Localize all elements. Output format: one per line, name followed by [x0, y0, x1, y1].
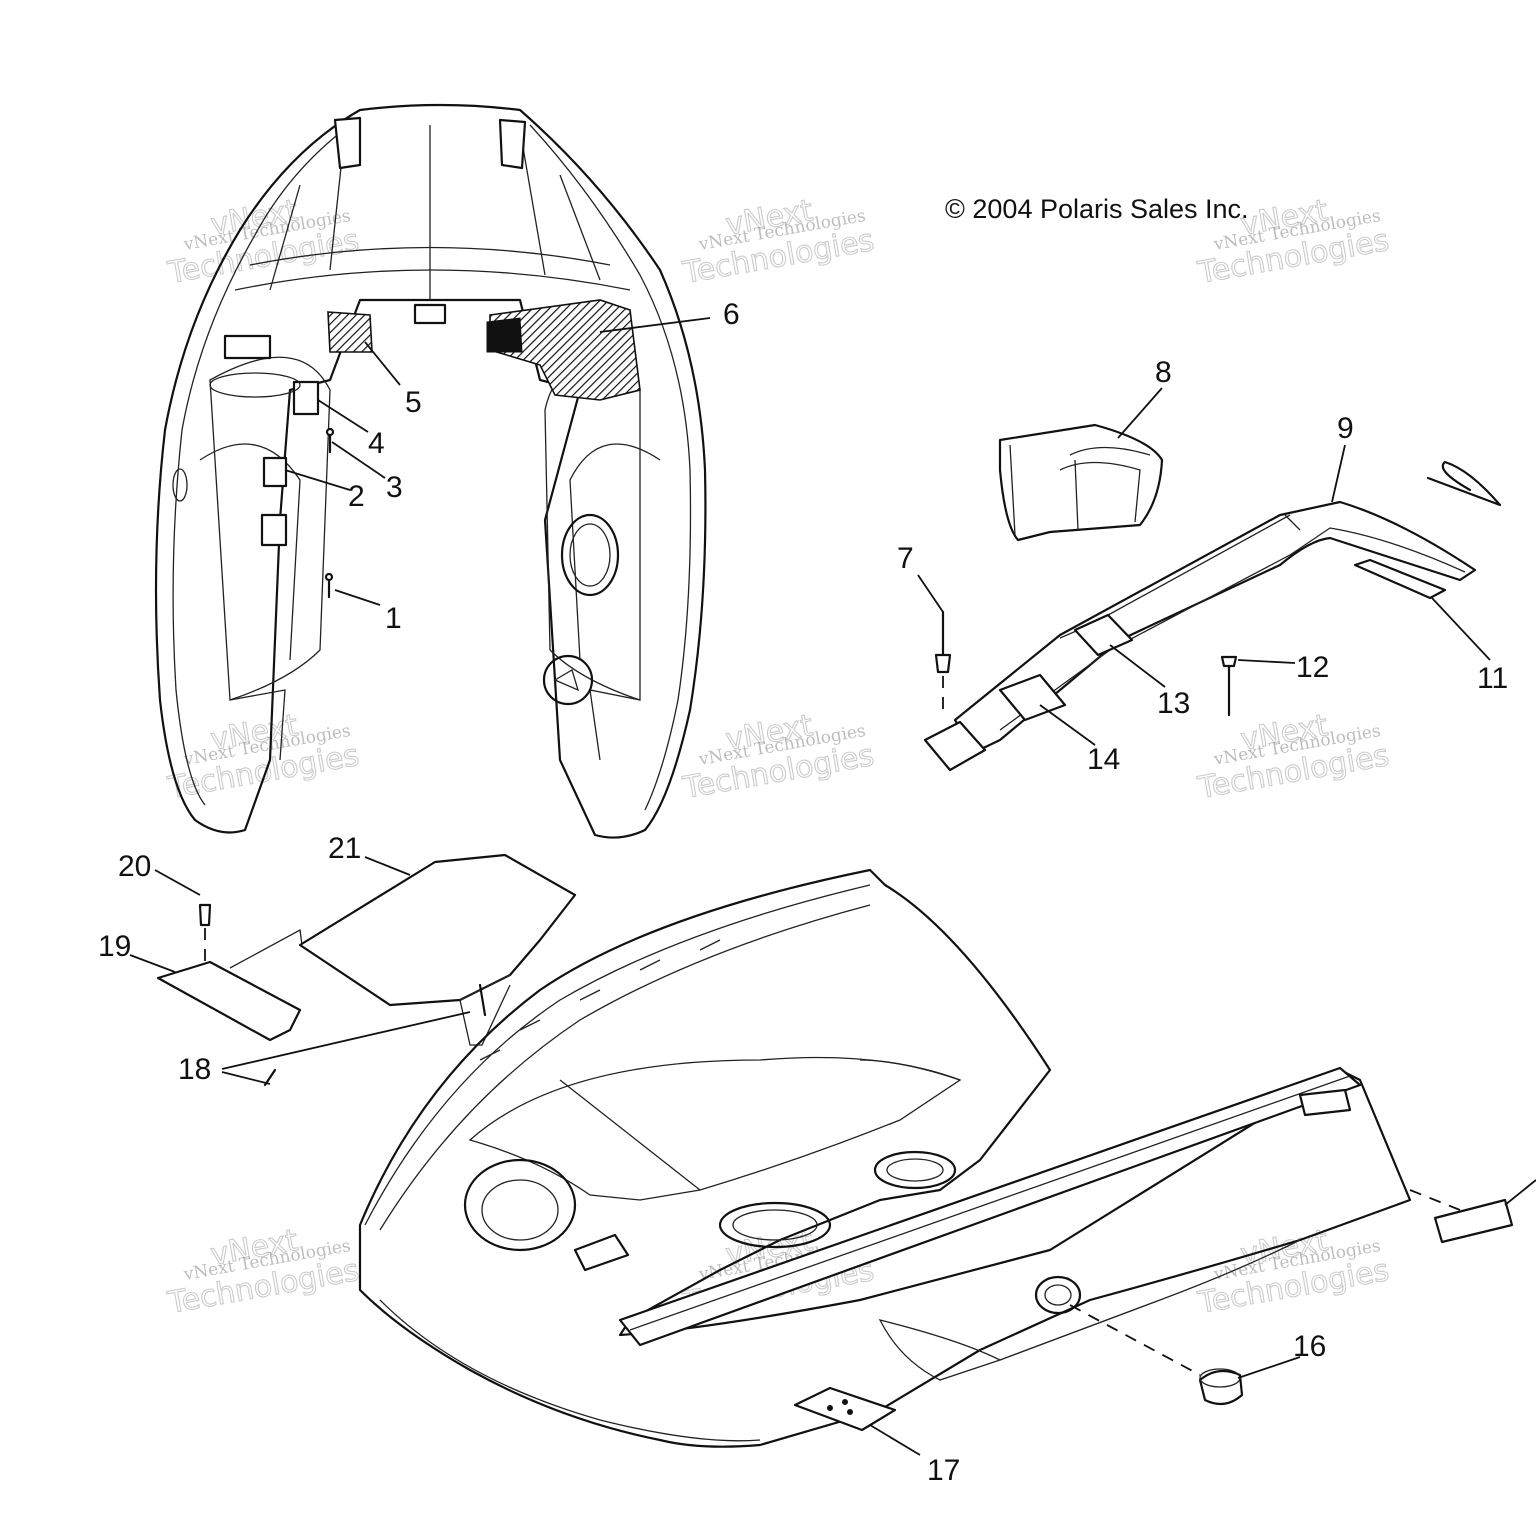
decal-6-dark: [486, 317, 523, 353]
fastener-12: [1220, 655, 1238, 717]
bowl-right: [873, 1150, 957, 1190]
callout-13: 13: [1157, 687, 1190, 720]
bowl-left: [463, 1158, 577, 1252]
watermark: vNext vNext Technologies Technologies: [679, 193, 877, 292]
bracket-tab: [223, 334, 272, 360]
callout-9: 9: [1337, 412, 1354, 445]
part-21: [298, 853, 577, 1007]
key-opening: [542, 654, 594, 706]
callout-7: 7: [897, 542, 914, 575]
callout-11: 11: [1477, 662, 1508, 695]
decal-5: [327, 311, 373, 353]
decal-4: [292, 380, 320, 416]
callout-12: 12: [1296, 651, 1329, 684]
callout-14: 14: [1087, 743, 1120, 776]
bowl-center: [718, 1201, 832, 1249]
decal-13: [1073, 613, 1134, 657]
decal-2: [262, 456, 288, 488]
leader-lines: [129, 317, 1491, 1456]
pin-3: [325, 427, 335, 454]
center-bracket: [573, 1233, 630, 1272]
pin-1: [324, 572, 334, 599]
decal-panel: [260, 513, 288, 547]
callout-1: 1: [385, 602, 402, 635]
callout-6: 6: [723, 298, 740, 331]
gauge-opening: [560, 513, 620, 597]
callout-5: 5: [405, 386, 422, 419]
watermark: vNext vNext Technologies Technologies: [1194, 193, 1392, 292]
watermark: vNext vNext Technologies Technologies: [164, 1223, 362, 1322]
callout-18: 18: [178, 1053, 211, 1086]
callout-3: 3: [386, 471, 403, 504]
plate-17: [793, 1386, 897, 1432]
decal-14: [998, 673, 1067, 722]
callout-2: 2: [348, 480, 365, 513]
grommet-16: [1198, 1368, 1244, 1406]
fastener-20: [198, 903, 212, 965]
callout-4: 4: [368, 427, 385, 460]
watermark: vNext vNext Technologies Technologies: [1194, 708, 1392, 807]
watermark: vNext vNext Technologies Technologies: [1194, 1223, 1392, 1322]
watermark: vNext vNext Technologies Technologies: [679, 708, 877, 807]
upper-hood-drawing: [154, 103, 707, 839]
part-9: [953, 500, 1477, 754]
tunnel-panel-drawing: [923, 423, 1502, 772]
watermark-group: vNext vNext Technologies Technologies vN…: [164, 193, 1392, 1322]
side-grommet-hole: [1034, 1275, 1082, 1315]
callout-20: 20: [118, 850, 151, 883]
cable: [1426, 460, 1502, 507]
callout-16: 16: [1293, 1330, 1326, 1363]
fastener-7: [934, 610, 952, 715]
callout-labels: 1 2 3 4 5 6 7 8 9 11 12 13 14 16 17 18 1…: [98, 298, 1508, 1487]
part-19: [156, 960, 302, 1042]
callout-21: 21: [328, 832, 361, 865]
reflector: [1433, 1198, 1514, 1244]
belly-pan-parts-drawing: [156, 853, 577, 1087]
copyright-text: © 2004 Polaris Sales Inc.: [945, 194, 1249, 224]
part-8: [998, 423, 1164, 542]
callout-8: 8: [1155, 356, 1172, 389]
callout-19: 19: [98, 930, 131, 963]
lower-hood-drawing: [358, 868, 1536, 1448]
bracket-tab: [413, 303, 447, 325]
front-flap: [923, 720, 987, 772]
callout-17: 17: [927, 1454, 960, 1487]
decal-6: [489, 299, 641, 401]
decal-11: [1353, 558, 1447, 600]
